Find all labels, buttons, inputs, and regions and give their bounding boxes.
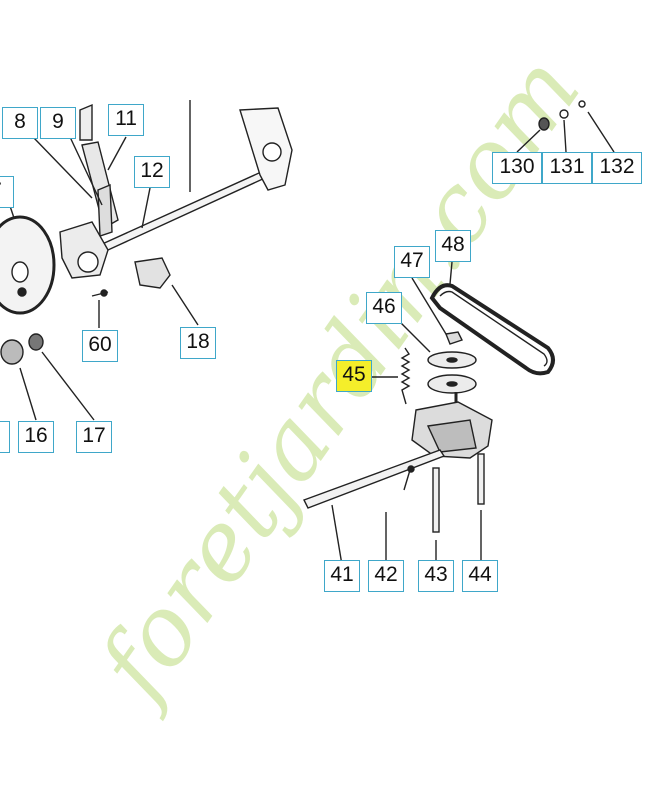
part-label-16[interactable]: 16	[18, 421, 54, 453]
part-label-132[interactable]: 132	[592, 152, 642, 184]
part-label-9[interactable]: 9	[40, 107, 76, 139]
part-label-48[interactable]: 48	[435, 230, 471, 262]
part-label-12[interactable]: 12	[134, 156, 170, 188]
part-label-131[interactable]: 131	[542, 152, 592, 184]
part-label-44[interactable]: 44	[462, 560, 498, 592]
part-label-11[interactable]: 11	[108, 104, 144, 136]
part-label-18[interactable]: 18	[180, 327, 216, 359]
part-label-5[interactable]: 5	[0, 421, 10, 453]
part-label-46[interactable]: 46	[366, 292, 402, 324]
part-label-42[interactable]: 42	[368, 560, 404, 592]
part-label-45-highlighted[interactable]: 45	[336, 360, 372, 392]
part-label-130[interactable]: 130	[492, 152, 542, 184]
part-label-7[interactable]: 7	[0, 176, 14, 208]
part-label-8[interactable]: 8	[2, 107, 38, 139]
drawing-linework	[0, 100, 615, 566]
part-label-43[interactable]: 43	[418, 560, 454, 592]
part-label-47[interactable]: 47	[394, 246, 430, 278]
part-label-60[interactable]: 60	[82, 330, 118, 362]
part-label-17[interactable]: 17	[76, 421, 112, 453]
part-label-41[interactable]: 41	[324, 560, 360, 592]
